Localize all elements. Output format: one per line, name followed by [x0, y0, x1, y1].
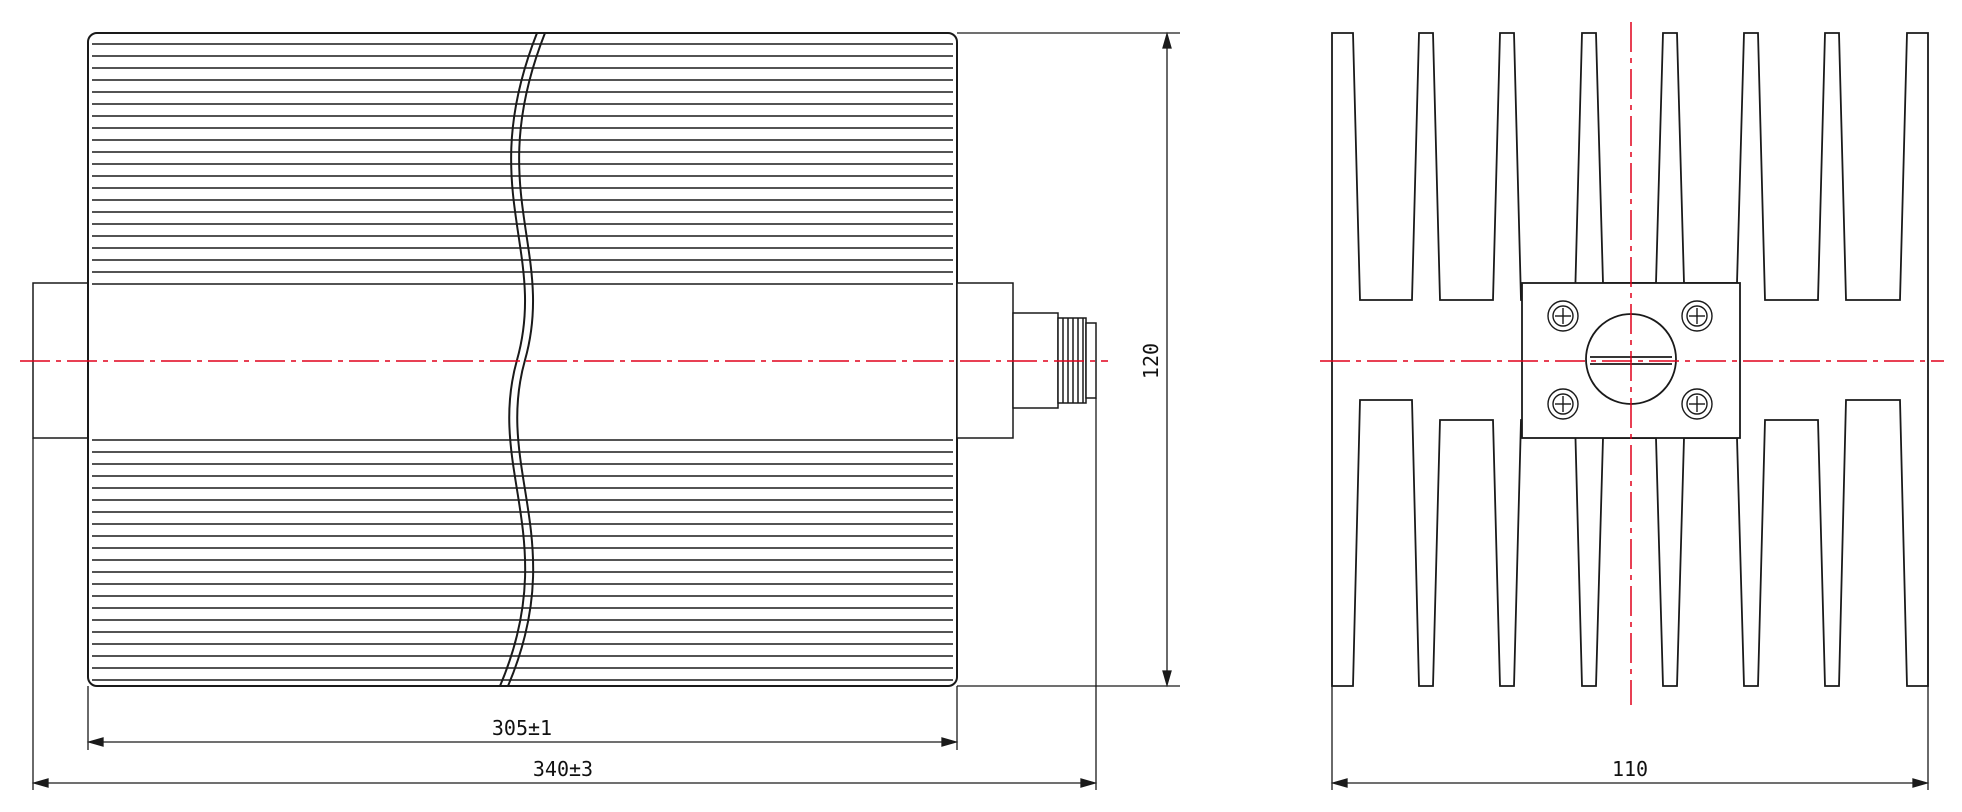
end-dimensions — [1330, 390, 1930, 790]
end-view — [1320, 22, 1944, 705]
screw-icon — [1681, 300, 1713, 332]
screw-icon — [1547, 388, 1579, 420]
screw-icon — [1547, 300, 1579, 332]
screw-icon — [1681, 388, 1713, 420]
break-line-2 — [507, 32, 546, 687]
dim-overall-length: 340±3 — [533, 757, 593, 781]
dim-height: 120 — [1139, 343, 1163, 379]
side-view — [20, 32, 1108, 687]
side-dimensions — [31, 31, 1180, 790]
heatsink-body — [87, 32, 958, 687]
break-line — [499, 32, 538, 687]
dim-inner-length: 305±1 — [492, 716, 552, 740]
dim-width: 110 — [1612, 757, 1648, 781]
